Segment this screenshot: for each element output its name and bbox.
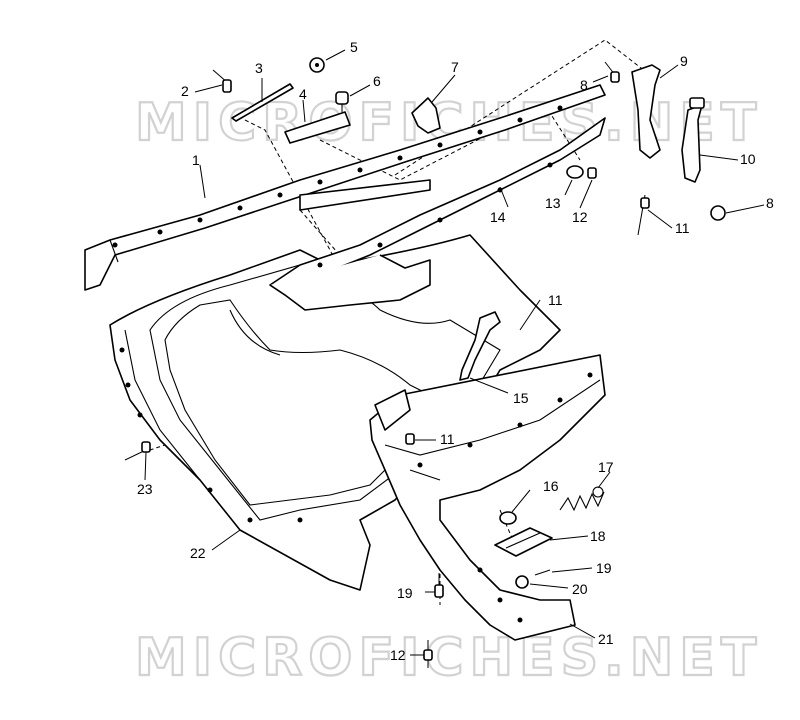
bolt-6 [335,91,349,112]
callout-23: 23 [137,481,153,497]
grommet-13 [566,165,584,179]
side-panel-21 [369,354,606,641]
callout-7: 7 [451,59,459,75]
callout-20: 20 [572,581,588,597]
trim-strip-3 [231,83,294,122]
callout-11-upper: 11 [548,292,563,308]
latch-7 [411,97,441,134]
callout-9: 9 [680,53,688,69]
callout-19-right: 19 [596,560,612,576]
pin-8-upper [604,61,620,83]
lever-10 [681,97,705,183]
callout-5: 5 [350,39,358,55]
bracket-15 [459,311,501,381]
knob-5 [309,57,325,73]
rivet-holes [112,105,593,623]
support-bar-14 [269,117,606,311]
screw-11-right [637,194,650,236]
callout-15: 15 [513,390,529,406]
watermark-bottom: MICROFICHES.NET [135,628,762,688]
top-rail-1 [84,84,606,291]
grommet-16 [499,511,517,525]
screw-19-left [434,573,444,598]
callout-12-lower: 12 [390,647,406,663]
callout-2: 2 [181,83,189,99]
callout-11-mid: 11 [440,431,455,447]
callout-8-upper: 8 [580,77,588,93]
callout-labels: 1 2 3 4 5 6 7 8 8 9 10 11 11 11 12 12 13… [137,39,774,663]
callout-4: 4 [299,86,307,102]
callout-12-upper: 12 [572,209,588,225]
screw-11-mid [405,433,415,445]
screw-19-right [534,569,551,576]
callout-13: 13 [545,195,561,211]
leader-lines [144,49,765,656]
plate-18 [494,527,553,557]
spring-17 [559,486,605,512]
callout-19-left: 19 [397,585,413,601]
pad-4 [284,111,351,144]
callout-21: 21 [598,631,614,647]
callout-11-right: 11 [675,220,690,236]
clip-20 [515,575,529,589]
callout-8-right: 8 [766,195,774,211]
pin-12-upper [587,167,597,179]
callout-18: 18 [590,528,606,544]
callout-3: 3 [255,60,263,76]
hinge-bracket-9 [631,64,661,159]
callout-10: 10 [740,151,756,167]
callout-22: 22 [190,545,206,561]
callout-6: 6 [373,73,381,89]
callout-16: 16 [543,478,559,494]
pushpin-2 [212,69,232,93]
callout-1: 1 [192,152,200,168]
callout-17: 17 [598,459,614,475]
cap-8-right [710,205,726,221]
callout-14: 14 [490,209,506,225]
